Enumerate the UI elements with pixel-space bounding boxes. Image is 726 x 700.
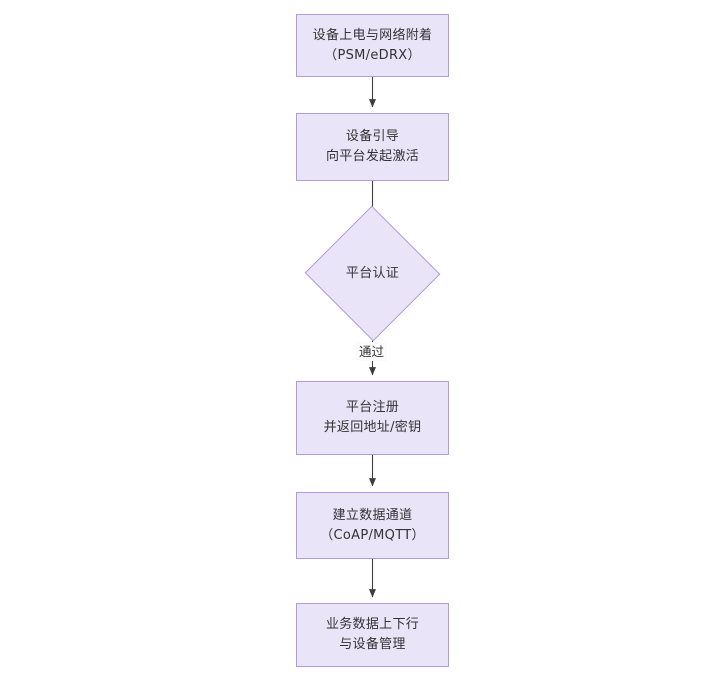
node-label-line: 建立数据通道 — [332, 507, 413, 523]
node-label-line: 与设备管理 — [339, 637, 406, 652]
node-platform-authentication[interactable]: 平台认证 — [304, 205, 441, 342]
node-label-line: 向平台发起激活 — [325, 149, 420, 164]
node-label-line: 平台认证 — [345, 265, 400, 281]
node-label-line: 设备上电与网络附着 — [312, 27, 433, 43]
node-label-line: （CoAP/MQTT） — [320, 527, 425, 543]
node-label-line: 设备引导 — [345, 129, 400, 144]
node-label-line: 并返回地址/密钥 — [323, 420, 422, 435]
node-label-line: （PSM/eDRX） — [324, 47, 421, 63]
node-establish-data-channel[interactable]: 建立数据通道 （CoAP/MQTT） — [296, 492, 449, 559]
node-business-data-and-device-management[interactable]: 业务数据上下行 与设备管理 — [296, 603, 449, 667]
edge-label-pass: 通过 — [356, 342, 388, 361]
node-label-line: 业务数据上下行 — [325, 617, 420, 632]
node-platform-registration[interactable]: 平台注册 并返回地址/密钥 — [296, 381, 449, 455]
node-label-line: 平台注册 — [345, 400, 400, 415]
node-device-bootstrap[interactable]: 设备引导 向平台发起激活 — [296, 113, 449, 181]
node-device-power-on[interactable]: 设备上电与网络附着 （PSM/eDRX） — [296, 14, 449, 77]
